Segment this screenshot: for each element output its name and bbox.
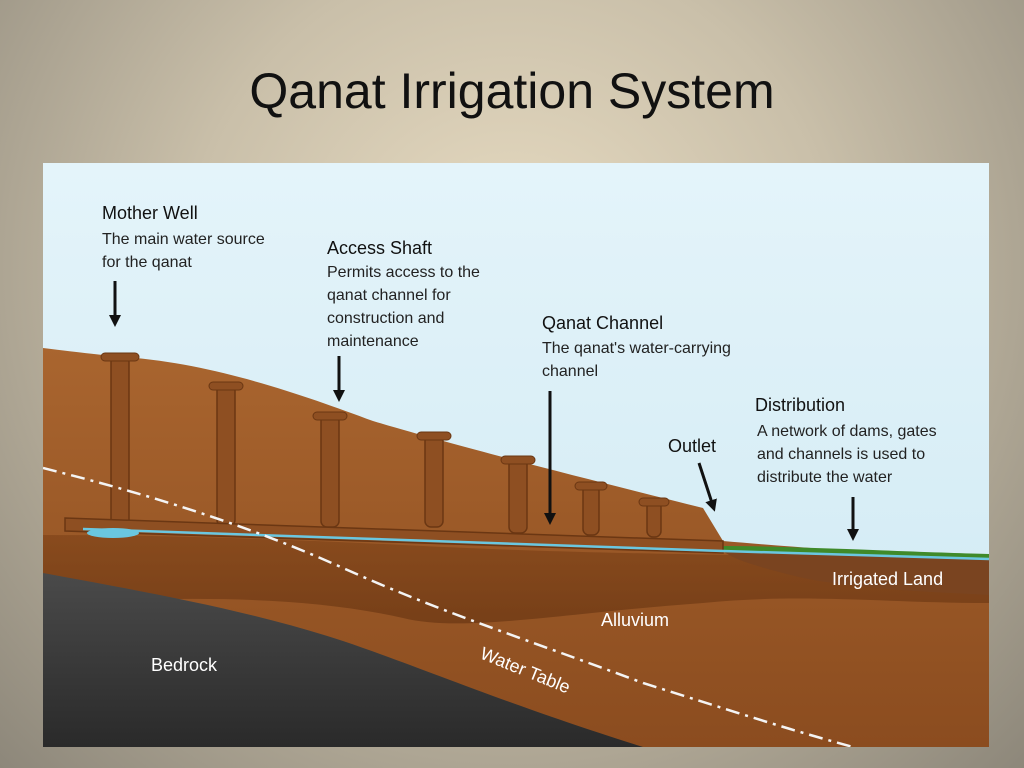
- alluvium-label: Alluvium: [601, 610, 669, 630]
- mother-well-pool: [87, 528, 139, 538]
- water-line: [82, 527, 989, 561]
- qanat-channel-desc-1: The qanat's water-carrying: [542, 340, 731, 357]
- distribution-desc-1: A network of dams, gates: [757, 423, 937, 440]
- slide-title: Qanat Irrigation System: [249, 63, 775, 119]
- grass-strip: [722, 546, 989, 560]
- shafts: [110, 355, 662, 538]
- irrigated-land-label: Irrigated Land: [832, 569, 943, 589]
- arrows: [109, 281, 859, 541]
- outlet-arrow: [697, 462, 717, 512]
- access-shaft-desc-4: maintenance: [327, 333, 419, 350]
- distribution-title: Distribution: [755, 395, 845, 415]
- outlet-title: Outlet: [668, 436, 716, 456]
- mother-well-desc-2: for the qanat: [102, 254, 192, 271]
- mother-well-title: Mother Well: [102, 203, 198, 223]
- bedrock-label: Bedrock: [151, 655, 218, 675]
- distribution-desc-2: and channels is used to: [757, 446, 925, 463]
- qanat-diagram: Mother Well The main water source for th…: [43, 163, 989, 747]
- distribution-desc-3: distribute the water: [757, 469, 893, 486]
- access-shaft-desc-2: qanat channel for: [327, 287, 451, 304]
- access-shaft-desc-3: construction and: [327, 310, 444, 327]
- access-shaft-title: Access Shaft: [327, 238, 432, 258]
- irrigated-land: [723, 551, 989, 595]
- access-shaft-desc-1: Permits access to the: [327, 264, 480, 281]
- water-table-line: [43, 466, 854, 747]
- shaft-caps: [100, 352, 670, 507]
- qanat-channel-title: Qanat Channel: [542, 313, 663, 333]
- mother-well-desc-1: The main water source: [102, 231, 265, 248]
- bedrock-layer: [43, 573, 643, 747]
- qanat-channel-desc-2: channel: [542, 363, 598, 380]
